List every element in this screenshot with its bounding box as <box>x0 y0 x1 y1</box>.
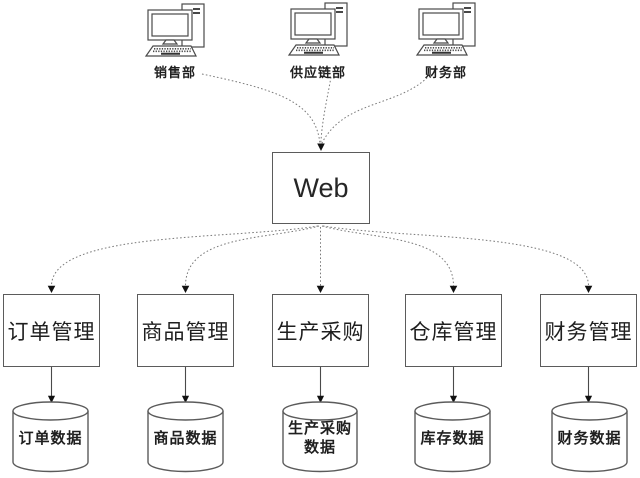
web-node-label: Web <box>293 172 349 203</box>
computer-icon-finance <box>416 2 476 56</box>
module-box-order-management: 订单管理 <box>3 294 100 367</box>
connector-sales-to-web <box>201 73 321 145</box>
module-box-finance-management: 财务管理 <box>540 294 637 367</box>
connector-web-to-product <box>185 225 320 287</box>
database-label-product: 商品数据 <box>153 429 218 447</box>
module-label: 商品管理 <box>141 320 230 344</box>
connector-web-to-finance-mgmt <box>322 225 589 287</box>
dept-label-finance: 财务部 <box>424 65 467 80</box>
dept-label-supply-chain: 供应链部 <box>289 65 346 80</box>
connector-web-to-warehouse <box>321 225 454 287</box>
computer-icon-supply-chain <box>288 2 348 56</box>
database-label-production: 生产采购数据 <box>287 420 352 456</box>
database-label-order: 订单数据 <box>18 429 83 447</box>
database-cylinder-order <box>12 401 89 473</box>
module-box-production-procurement: 生产采购 <box>272 294 369 367</box>
database-cylinder-product <box>147 401 224 473</box>
connector-finance-to-web <box>321 74 431 145</box>
web-node: Web <box>272 152 370 224</box>
module-label: 生产采购 <box>276 320 365 344</box>
arrowhead-into-web <box>317 143 325 151</box>
database-cylinder-production <box>282 401 358 473</box>
module-label: 仓库管理 <box>409 320 498 344</box>
arrowheads-into-modules <box>47 285 593 293</box>
database-label-finance: 财务数据 <box>557 429 622 447</box>
connector-web-to-order <box>51 225 319 287</box>
module-box-warehouse-management: 仓库管理 <box>405 294 502 367</box>
module-box-product-management: 商品管理 <box>137 294 234 367</box>
computer-icon-sales <box>145 3 205 57</box>
connector-supply-chain-to-web <box>320 76 332 145</box>
arrowheads-into-databases <box>47 395 593 403</box>
module-label: 财务管理 <box>544 320 633 344</box>
database-cylinder-finance <box>551 401 628 473</box>
database-cylinder-inventory <box>414 401 491 473</box>
dept-label-sales: 销售部 <box>153 65 196 80</box>
database-label-inventory: 库存数据 <box>420 429 485 447</box>
module-label: 订单管理 <box>7 320 96 344</box>
